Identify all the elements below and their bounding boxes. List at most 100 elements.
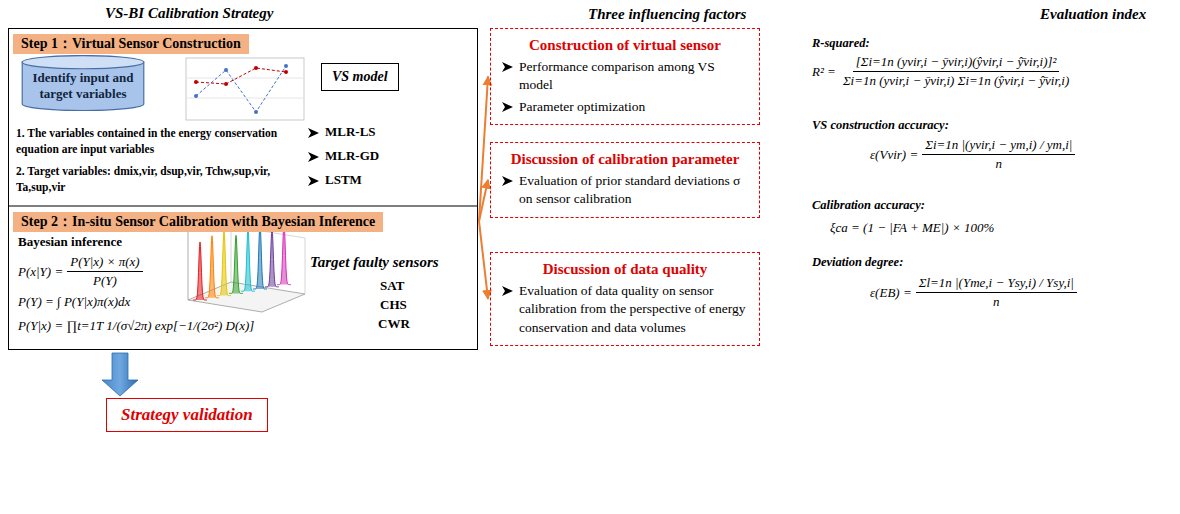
factor-title: Discussion of calibration parameter bbox=[499, 149, 751, 169]
chart-dot bbox=[194, 80, 198, 84]
text-block: Evaluation of prior standard deviations … bbox=[499, 172, 751, 208]
factor-item: Evaluation of data quality on sensor cal… bbox=[519, 282, 751, 337]
step-header: Step 2：In-situ Sensor Calibration with B… bbox=[13, 212, 383, 232]
note-text: 2. Target variables: dmix,vir, dsup,vir,… bbox=[16, 164, 296, 195]
node-text: Step 1：Virtual Sensor Construction bbox=[21, 35, 241, 53]
factor-title: Discussion of data quality bbox=[499, 259, 751, 279]
fraction-formula: ε(EB) =Σl=1n |(Yme,i − Ysy,i) / Ysy,i|n bbox=[870, 275, 1077, 310]
flow-arrow bbox=[479, 180, 488, 221]
formula-part: Σi=1n (yvir,i − ȳvir,i) Σi=1n (ŷvir,i − … bbox=[840, 72, 1072, 89]
formula-part: R² = bbox=[812, 64, 836, 80]
bullet-arrow bbox=[501, 61, 514, 73]
formula-lhs: R² = bbox=[812, 64, 836, 80]
bullet-arrow bbox=[307, 127, 320, 139]
chart-dot bbox=[254, 110, 258, 114]
formula-lhs: P(x|Y) = bbox=[18, 264, 63, 280]
formula-part: ε(EB) = bbox=[870, 285, 912, 301]
posterior-peak bbox=[241, 229, 255, 291]
plot-axis bbox=[231, 226, 232, 282]
model-item: MLR-LS bbox=[325, 124, 376, 140]
factor-box: Discussion of data qualityEvaluation of … bbox=[490, 252, 760, 346]
text-block: Performance comparison among VS model bbox=[499, 58, 751, 94]
factor-item: Parameter optimization bbox=[519, 98, 751, 116]
flow-arrow bbox=[479, 221, 488, 299]
section-divider bbox=[8, 205, 478, 206]
posterior-peak bbox=[229, 235, 243, 293]
column-heading: Evaluation index bbox=[1040, 6, 1146, 23]
node-text: Step 2：In-situ Sensor Calibration with B… bbox=[21, 213, 375, 231]
node-text: Strategy validation bbox=[121, 405, 253, 425]
bullet-arrow bbox=[307, 151, 320, 163]
model-item: MLR-GD bbox=[325, 148, 379, 164]
chart-frame bbox=[186, 58, 304, 120]
fraction-formula: ε(Vvir) =Σi=1n |(yvir,i − ym,i) / ym,i|n bbox=[870, 137, 1075, 172]
plot-axis bbox=[188, 232, 189, 300]
formula-lhs: ε(Vvir) = bbox=[870, 147, 918, 163]
note-text: 1. The variables contained in the energy… bbox=[16, 126, 306, 157]
flow-arrow bbox=[479, 76, 488, 221]
fraction-column: [Σi=1n (yvir,i − ȳvir,i)(ŷvir,i − ŷ̄vir,… bbox=[840, 54, 1072, 89]
posterior-peak bbox=[193, 242, 207, 300]
cylinder-body bbox=[22, 62, 144, 110]
factor-item: Evaluation of prior standard deviations … bbox=[519, 172, 751, 208]
formula-part: P(Y|x) × π(x) bbox=[67, 254, 142, 272]
formula-part: ε(Vvir) = bbox=[870, 147, 918, 163]
formula: P(Y|x) = ∏t=1T 1/(σ√2π) exp[−1/(2σ²) D(x… bbox=[18, 318, 254, 334]
section-label: Bayesian inference bbox=[18, 234, 122, 250]
label-wrap: LSTM bbox=[305, 172, 362, 188]
formula-part: P(x|Y) = bbox=[18, 264, 63, 280]
bullet-arrow-shape bbox=[502, 102, 513, 112]
chart-dot bbox=[194, 94, 198, 98]
factor-box: Construction of virtual sensorPerformanc… bbox=[490, 28, 760, 125]
posterior-3d-plot bbox=[188, 223, 305, 312]
posterior-peak bbox=[253, 223, 267, 289]
chart-series bbox=[196, 66, 286, 112]
model-item: LSTM bbox=[325, 172, 362, 188]
column-heading: VS-BI Calibration Strategy bbox=[105, 5, 273, 22]
text-block: Parameter optimization bbox=[499, 98, 751, 116]
formula-part: [Σi=1n (yvir,i − ȳvir,i)(ŷvir,i − ŷ̄vir,… bbox=[853, 54, 1060, 72]
chart-grid bbox=[186, 98, 304, 99]
posterior-peak bbox=[205, 236, 219, 298]
formula-part: Σi=1n |(yvir,i − ym,i) / ym,i| bbox=[922, 137, 1075, 155]
node-text: Identify input and target variables bbox=[27, 70, 139, 101]
node-text: VS model bbox=[332, 69, 388, 85]
formula-part: n bbox=[990, 293, 1003, 310]
fraction-column: Σi=1n |(yvir,i − ym,i) / ym,i|n bbox=[922, 137, 1075, 172]
flow-arrow bbox=[102, 353, 138, 396]
bullet-arrow-shape bbox=[308, 152, 319, 162]
formula-part: n bbox=[993, 155, 1006, 172]
bullet-arrow bbox=[307, 175, 320, 187]
step-header: Step 1：Virtual Sensor Construction bbox=[13, 34, 249, 54]
posterior-peak bbox=[217, 230, 231, 296]
text-block: Evaluation of data quality on sensor cal… bbox=[499, 282, 751, 337]
database-cylinder: Identify input and target variables bbox=[21, 55, 145, 111]
factor-title: Construction of virtual sensor bbox=[499, 35, 751, 55]
formula-part: P(Y) bbox=[90, 272, 120, 289]
label-wrap: MLR-LS bbox=[305, 124, 376, 140]
index-name: Calibration accuracy: bbox=[812, 198, 925, 213]
chart-dot bbox=[254, 66, 258, 70]
formula: P(Y) = ∫ P(Y|x)π(x)dx bbox=[18, 294, 130, 310]
chart-dot bbox=[224, 82, 228, 86]
fraction-column: P(Y|x) × π(x)P(Y) bbox=[67, 254, 142, 289]
bullet-arrow bbox=[501, 285, 514, 297]
formula: ξca = (1 − |FA + ME|) × 100% bbox=[830, 220, 994, 236]
posterior-peak bbox=[265, 229, 279, 287]
line-chart-thumbnail bbox=[186, 58, 304, 120]
column-heading: Three influencing factors bbox=[588, 6, 746, 23]
sensor-name: CHS bbox=[380, 297, 407, 313]
cylinder-top bbox=[22, 56, 144, 69]
chart-dot bbox=[224, 68, 228, 72]
fraction-formula: P(x|Y) =P(Y|x) × π(x)P(Y) bbox=[18, 254, 143, 289]
chart-grid bbox=[186, 78, 304, 79]
bullet-arrow-shape bbox=[502, 176, 513, 186]
bullet-arrow-shape bbox=[502, 286, 513, 296]
index-name: Deviation degree: bbox=[812, 255, 903, 270]
sensor-name: SAT bbox=[380, 278, 404, 294]
plot-axis bbox=[305, 238, 306, 294]
bullet-arrow-shape bbox=[308, 176, 319, 186]
formula-lhs: ε(EB) = bbox=[870, 285, 912, 301]
bullet-arrow-shape bbox=[502, 62, 513, 72]
chart-dot bbox=[284, 64, 288, 68]
